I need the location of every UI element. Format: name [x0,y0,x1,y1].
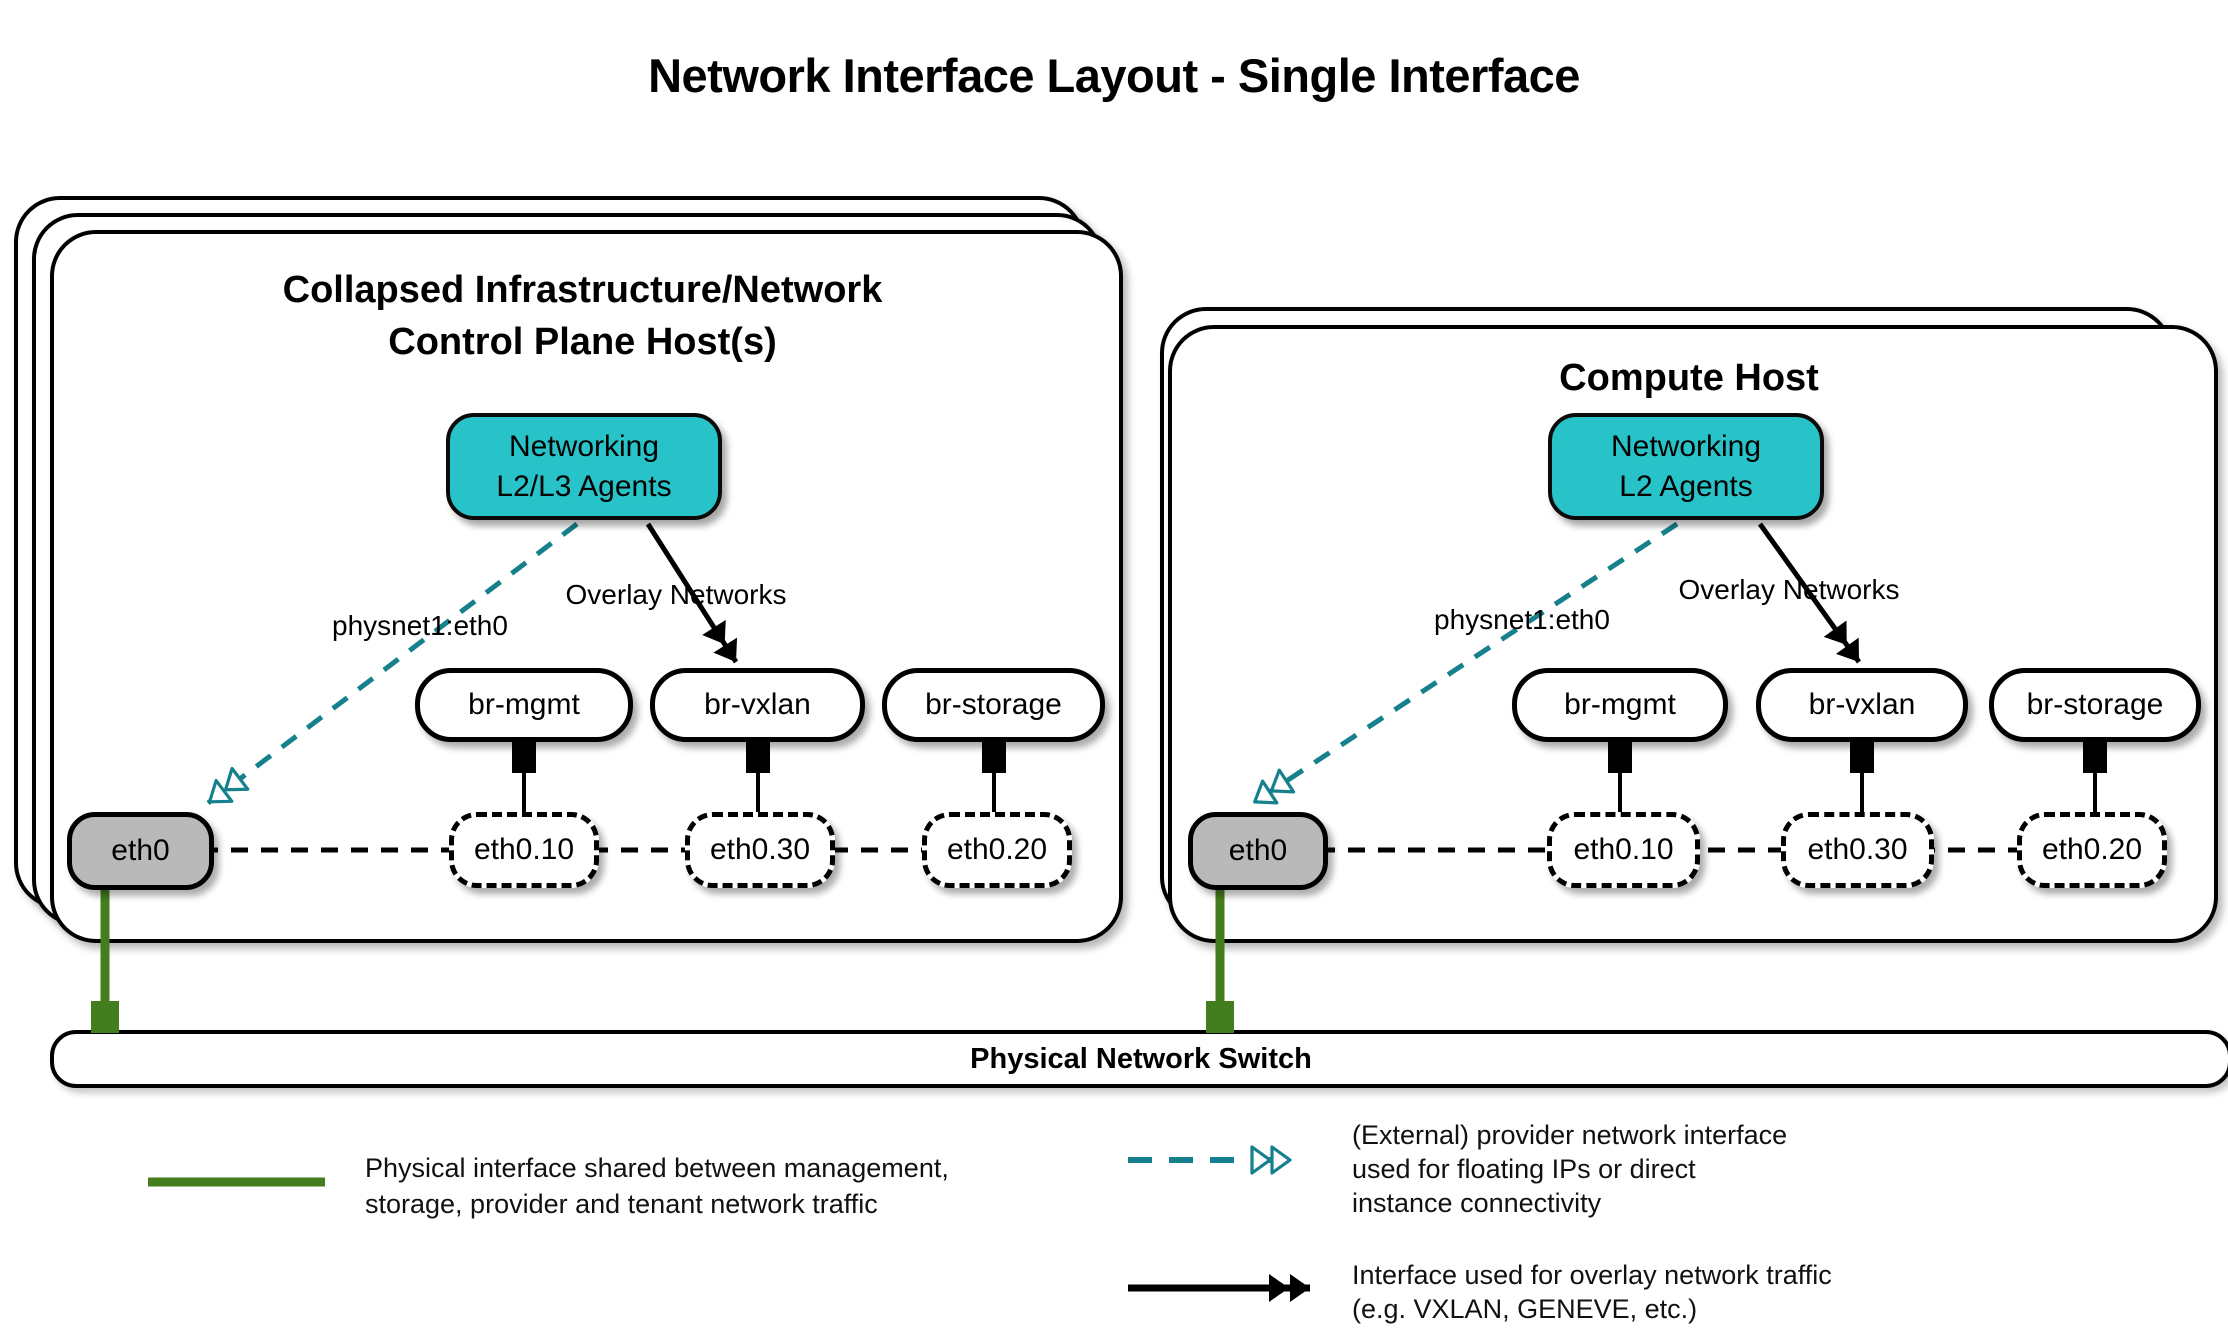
physical-network-switch-label: Physical Network Switch [970,1042,1312,1075]
legend-provider-line1: (External) provider network interface [1352,1120,1788,1150]
compute-bridge-br-vxlan: br-vxlan [1756,668,1968,742]
compute-vlan-eth0-20: eth0.20 [2017,812,2167,888]
control-host-title: Collapsed Infrastructure/Network Control… [50,264,1115,368]
legend-physical-line1: Physical interface shared between manage… [365,1153,949,1183]
bridge-label: br-storage [2026,688,2164,721]
interface-label: eth0.30 [1807,833,1908,866]
interface-label: eth0.20 [2041,833,2143,866]
bridge-label: br-mgmt [468,688,580,721]
compute-bridge-br-mgmt: br-mgmt [1512,668,1728,742]
control-bridge-br-mgmt: br-mgmt [415,668,633,742]
compute-host-title: Compute Host [1168,352,2210,404]
bridge-label: br-mgmt [1564,688,1676,721]
control-provider-network-label: physnet1:eth0 [332,610,508,641]
legend-provider-text: (External) provider network interface us… [1352,1118,1787,1220]
legend-physical-text: Physical interface shared between manage… [365,1150,949,1222]
control-agent-line1: Networking [508,429,660,463]
compute-overlay-networks-label: Overlay Networks [1678,574,1900,605]
compute-bridge-br-storage: br-storage [1989,668,2201,742]
legend-physical-line2: storage, provider and tenant network tra… [365,1189,878,1219]
interface-label: eth0.30 [709,833,811,866]
control-overlay-networks-label: Overlay Networks [565,579,787,610]
interface-label: eth0.10 [473,833,575,866]
compute-overlay-arrow [1757,522,1862,664]
physical-network-switch: Physical Network Switch [50,1030,2228,1088]
control-host-title-line1: Collapsed Infrastructure/Network [282,269,883,311]
legend-overlay-text: Interface used for overlay network traff… [1352,1258,1832,1326]
bridge-label: br-vxlan [704,688,811,721]
control-overlay-arrow [645,522,739,664]
control-vlan-eth0-10: eth0.10 [449,812,599,888]
control-vlan-eth0-20: eth0.20 [922,812,1072,888]
compute-host-title-line1: Compute Host [1559,357,1819,399]
control-bridge-drop-lines [512,742,1006,812]
control-bridge-br-vxlan: br-vxlan [650,668,865,742]
compute-agent-line1: Networking [1610,429,1762,463]
compute-vlan-eth0-10: eth0.10 [1547,812,1700,888]
compute-provider-arrow [1251,521,1679,806]
legend-provider-line2: used for floating IPs or direct [1352,1154,1696,1184]
legend-overlay-line1: Interface used for overlay network traff… [1352,1260,1832,1290]
control-networking-agents-box: Networking L2/L3 Agents [446,413,722,520]
bridge-label: br-vxlan [1808,688,1916,721]
bridge-label: br-storage [925,688,1062,721]
compute-agent-line2: L2 Agents [1619,469,1753,503]
interface-label: eth0.20 [946,833,1048,866]
compute-networking-agents-box: Networking L2 Agents [1548,413,1824,520]
interface-label: eth0.10 [1573,833,1674,866]
compute-provider-network-label: physnet1:eth0 [1434,604,1610,635]
compute-bridge-drop-lines [1608,742,2107,812]
control-interface-eth0: eth0 [67,812,214,890]
compute-vlan-eth0-30: eth0.30 [1781,812,1934,888]
control-host-title-line2: Control Plane Host(s) [388,321,777,363]
control-bridge-br-storage: br-storage [882,668,1105,742]
control-agent-line2: L2/L3 Agents [496,469,672,503]
page-title: Network Interface Layout - Single Interf… [648,49,1580,102]
interface-label: eth0 [111,834,170,867]
legend-overlay-line2: (e.g. VXLAN, GENEVE, etc.) [1352,1294,1698,1324]
control-physical-uplink [91,888,119,1033]
interface-label: eth0 [1228,834,1288,867]
control-provider-arrow [206,522,579,805]
compute-interface-eth0: eth0 [1188,812,1328,890]
legend-provider-line3: instance connectivity [1352,1188,1602,1218]
compute-physical-uplink [1206,888,1234,1033]
control-vlan-eth0-30: eth0.30 [685,812,835,888]
